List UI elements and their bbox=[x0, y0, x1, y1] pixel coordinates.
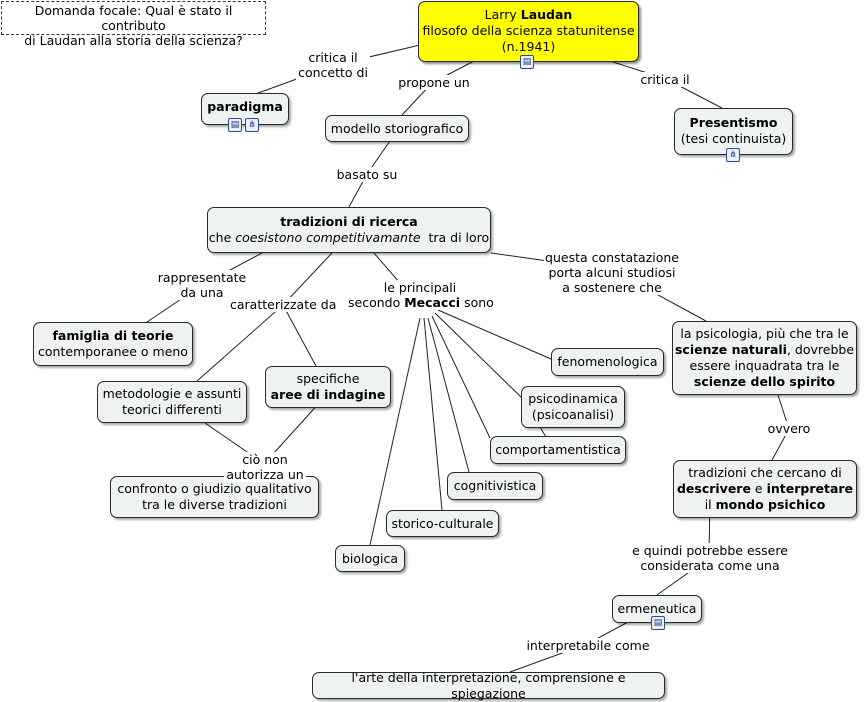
laudan-description: filosofo della scienza statunitense bbox=[422, 23, 635, 38]
famiglia-label: famiglia di teorie bbox=[52, 328, 174, 343]
tradizioni-post: tra di loro bbox=[420, 230, 490, 245]
node-psicologia[interactable]: la psicologia, più che tra le scienze na… bbox=[672, 321, 857, 395]
non-autorizza-line1: ciò non bbox=[242, 452, 288, 467]
focal-question-line2: di Laudan alla storia della scienza? bbox=[24, 33, 243, 48]
laudan-surname: Laudan bbox=[520, 7, 573, 22]
confronto-line2: tra le diverse tradizioni bbox=[142, 497, 287, 512]
tradizioni-italic: coesistono competitivamante bbox=[235, 230, 421, 245]
node-arte-interpretazione[interactable]: l'arte della interpretazione, comprensio… bbox=[312, 669, 665, 701]
link-label-principali: le principali secondo Mecacci sono bbox=[348, 280, 494, 310]
famiglia-subtitle: contemporanee o meno bbox=[38, 344, 188, 359]
node-modello-storiografico[interactable]: modello storiografico bbox=[325, 115, 469, 142]
laudan-first-name: Larry bbox=[484, 7, 521, 22]
metodologie-line2: teorici differenti bbox=[122, 402, 222, 417]
link-label-caratterizzate: caratterizzate da bbox=[230, 297, 336, 312]
critica-il-text: critica il bbox=[640, 72, 690, 87]
link-label-constatazione: questa constatazione porta alcuni studio… bbox=[544, 250, 680, 295]
node-comportamentistica[interactable]: comportamentistica bbox=[490, 436, 626, 464]
rappresentate-line1: rappresentate bbox=[157, 270, 247, 285]
constatazione-line2: porta alcuni studiosi bbox=[548, 265, 676, 280]
critica-concetto-line1: critica il bbox=[308, 50, 358, 65]
node-famiglia-di-teorie[interactable]: famiglia di teorie contemporanee o meno bbox=[33, 322, 193, 366]
principali-line1: le principali bbox=[383, 280, 457, 295]
storico-label: storico-culturale bbox=[391, 515, 494, 531]
presentismo-label: Presentismo bbox=[689, 115, 778, 130]
descrivere-pre3: il bbox=[704, 497, 716, 512]
node-descrivere-interpretare[interactable]: tradizioni che cercano di descrivere e i… bbox=[673, 460, 857, 518]
node-metodologie[interactable]: metodologie e assunti teorici differenti bbox=[97, 381, 247, 423]
link-label-interpretabile: interpretabile come bbox=[526, 638, 650, 653]
tradizioni-pre: che bbox=[208, 230, 236, 245]
quindi-line1: e quindi potrebbe essere bbox=[632, 543, 788, 558]
modello-label: modello storiografico bbox=[330, 120, 464, 136]
document-icon[interactable]: ▤ bbox=[520, 55, 534, 69]
focal-question: Domanda focale: Qual è stato il contribu… bbox=[1, 1, 266, 48]
caratterizzate-text: caratterizzate da bbox=[230, 297, 337, 312]
psicologia-bold2: scienze dello spirito bbox=[693, 374, 836, 389]
link-label-non-autorizza: ciò non autorizza un bbox=[224, 452, 306, 482]
principali-pre2: secondo bbox=[348, 295, 405, 310]
ovvero-text: ovvero bbox=[767, 421, 811, 436]
link-label-propone: propone un bbox=[396, 75, 472, 90]
descrivere-line1: tradizioni che cercano di bbox=[688, 465, 842, 480]
confronto-line1: confronto o giudizio qualitativo bbox=[117, 481, 312, 496]
principali-bold2: Mecacci bbox=[404, 295, 461, 310]
link-label-critica-il: critica il bbox=[637, 72, 693, 87]
principali-post2: sono bbox=[460, 295, 494, 310]
node-fenomenologica[interactable]: fenomenologica bbox=[551, 348, 664, 376]
descrivere-bold1: descrivere bbox=[676, 481, 751, 496]
constatazione-line1: questa constatazione bbox=[545, 250, 679, 265]
node-aree-di-indagine[interactable]: specifiche aree di indagine bbox=[265, 366, 391, 408]
node-laudan[interactable]: Larry Laudan filosofo della scienza stat… bbox=[418, 1, 639, 62]
descrivere-bold3: mondo psichico bbox=[715, 497, 826, 512]
link-label-rappresentate: rappresentate da una bbox=[156, 270, 248, 300]
non-autorizza-line2: autorizza un bbox=[226, 467, 304, 482]
critica-concetto-line2: concetto di bbox=[298, 65, 368, 80]
ermeneutica-label: ermeneutica bbox=[617, 601, 697, 616]
node-storico-culturale[interactable]: storico-culturale bbox=[386, 510, 499, 537]
biologica-label: biologica bbox=[341, 550, 399, 566]
arte-label: l'arte della interpretazione, comprensio… bbox=[351, 669, 626, 701]
psicologia-line1: la psicologia, più che tra le bbox=[680, 326, 849, 341]
node-biologica[interactable]: biologica bbox=[335, 545, 405, 572]
basato-text: basato su bbox=[336, 167, 398, 182]
node-psicodinamica[interactable]: psicodinamica (psicoanalisi) bbox=[521, 386, 625, 428]
cognitivistica-label: cognitivistica bbox=[453, 478, 537, 493]
aree-label: aree di indagine bbox=[270, 387, 386, 402]
descrivere-mid: e bbox=[750, 481, 767, 496]
psicodinamica-line2: (psicoanalisi) bbox=[531, 407, 615, 422]
constatazione-line3: a sostenere che bbox=[562, 280, 662, 295]
presentismo-subtitle: (tesi continuista) bbox=[680, 131, 787, 146]
link-label-ovvero: ovvero bbox=[765, 421, 813, 436]
psicologia-bold1: scienze naturali bbox=[674, 342, 787, 357]
rappresentate-line2: da una bbox=[180, 285, 224, 300]
tradizioni-label: tradizioni di ricerca bbox=[280, 214, 418, 229]
node-presentismo[interactable]: Presentismo (tesi continuista) bbox=[674, 108, 793, 155]
link-label-quindi: e quindi potrebbe essere considerata com… bbox=[632, 543, 788, 573]
node-confronto[interactable]: confronto o giudizio qualitativo tra le … bbox=[110, 476, 319, 518]
link-label-basato: basato su bbox=[334, 167, 400, 182]
psicodinamica-line1: psicodinamica bbox=[528, 391, 618, 406]
node-paradigma[interactable]: paradigma bbox=[201, 93, 289, 125]
document-icon[interactable]: ▤ bbox=[651, 616, 665, 630]
aree-line1: specifiche bbox=[296, 371, 360, 386]
psicologia-line3: essere inquadrata tra le bbox=[689, 358, 840, 373]
comportamentistica-label: comportamentistica bbox=[495, 442, 621, 457]
fenomenologica-label: fenomenologica bbox=[557, 354, 658, 369]
psicologia-post1: , dovrebbe bbox=[786, 342, 855, 357]
node-cognitivistica[interactable]: cognitivistica bbox=[447, 472, 543, 500]
laudan-birth-year: (n.1941) bbox=[501, 39, 556, 54]
focal-question-line1: Domanda focale: Qual è stato il contribu… bbox=[34, 3, 233, 33]
paradigma-label: paradigma bbox=[207, 99, 283, 114]
concept-map-icon[interactable]: ⋔ bbox=[726, 148, 740, 162]
node-tradizioni-di-ricerca[interactable]: tradizioni di ricerca che coesistono com… bbox=[207, 207, 491, 253]
quindi-line2: considerata come una bbox=[640, 558, 780, 573]
interpretabile-text: interpretabile come bbox=[526, 638, 650, 653]
propone-text: propone un bbox=[398, 75, 470, 90]
descrivere-bold2: interpretare bbox=[766, 481, 854, 496]
document-icon[interactable]: ▤ bbox=[228, 118, 242, 132]
concept-map-icon[interactable]: ⋔ bbox=[245, 118, 259, 132]
metodologie-line1: metodologie e assunti bbox=[102, 386, 242, 401]
link-label-critica-concetto: critica il concetto di bbox=[296, 50, 370, 80]
